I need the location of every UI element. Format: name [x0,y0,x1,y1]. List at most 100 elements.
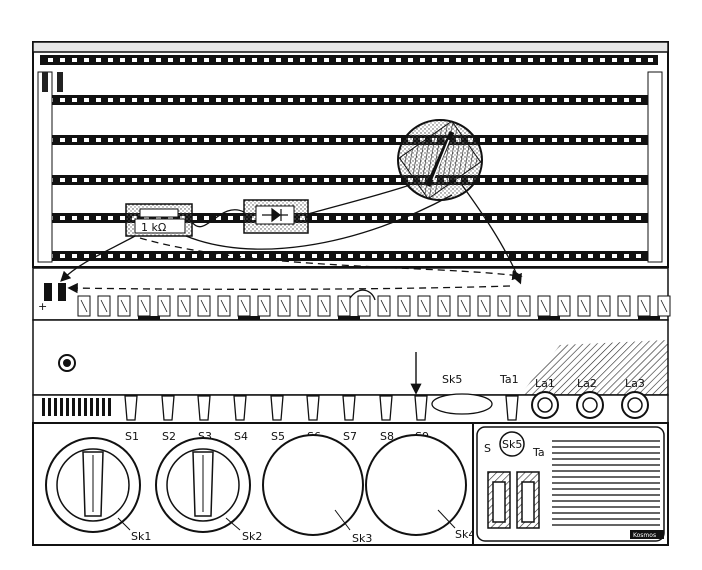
terminal-mark [560,299,568,313]
knob-sk4[interactable] [365,434,467,536]
rail-hole [420,98,425,102]
rail-hole [312,178,317,182]
rail-hole [516,178,521,182]
sk5-indicator [499,431,525,457]
rail-hole [528,178,533,182]
rail-hole [588,138,593,142]
rail-hole [96,98,101,102]
rail-hole [216,98,221,102]
switch-9[interactable] [414,395,428,421]
vent-slot [78,398,81,416]
rail-hole [444,58,449,62]
terminal-mark [640,299,648,313]
terminal-mark [220,299,228,313]
panel-label-s: S [484,442,491,455]
brand-plate [630,530,664,539]
rail-hole [264,138,269,142]
rotary-switch-component [397,119,483,201]
rail-hole [516,254,521,258]
rail-hole [552,138,557,142]
switch-3[interactable] [197,395,211,421]
rail-hole [240,58,245,62]
rail-hole [276,98,281,102]
rail-hole [492,178,497,182]
rail-hole [108,138,113,142]
rail-hole [312,254,317,258]
knob-sk3[interactable] [262,434,364,536]
switch-row[interactable] [124,395,519,421]
rail-hole [348,58,353,62]
terminal-mark [540,299,548,313]
knob-sk2[interactable] [155,437,251,533]
terminal-mark [500,299,508,313]
rail-hole [60,178,65,182]
rail-hole [288,98,293,102]
rail-hole [120,254,125,258]
switch-8[interactable] [379,395,393,421]
rail-hole [540,138,545,142]
switch-label: S7 [343,430,357,443]
terminal-mark [80,299,88,313]
rail-hole [444,254,449,258]
rail-hole [312,58,317,62]
rail-hole [324,178,329,182]
switch-7[interactable] [342,395,356,421]
rail-hole [300,98,305,102]
terminal-mark [300,299,308,313]
rail-hole [204,58,209,62]
rail-hole [600,58,605,62]
diode-component [243,199,309,234]
rail-hole [264,254,269,258]
rail-hole [420,58,425,62]
leader-lines [117,509,456,531]
rail-hole [540,98,545,102]
rail-hole [348,254,353,258]
rail-hole [552,216,557,220]
terminal-clip [238,316,260,322]
switch-6[interactable] [306,395,320,421]
terminal-mark [380,299,388,313]
vent-slot [66,398,69,416]
switch-4[interactable] [233,395,247,421]
rail-hole [132,178,137,182]
rail-hole [144,138,149,142]
rail-hole [564,254,569,258]
rail-hole [480,254,485,258]
plus-terminal [44,283,52,301]
left-marker [57,72,63,92]
rail-hole [384,254,389,258]
rail-hole [384,58,389,62]
rail-hole [156,98,161,102]
rail-hole [288,138,293,142]
rail-hole [444,216,449,220]
rail-hole [60,138,65,142]
vent-slot [90,398,93,416]
rail-hole [492,216,497,220]
terminal-mark [440,299,448,313]
plus-sign: + [38,300,47,313]
vent-slot [42,398,45,416]
knob-sk1[interactable] [45,437,141,533]
switch-5[interactable] [270,395,284,421]
rail-hole [168,98,173,102]
switch-2[interactable] [161,395,175,421]
rail-hole [192,254,197,258]
rail-hole [348,138,353,142]
rail-hole [108,178,113,182]
knob-label: Sk2 [242,530,262,543]
rail-hole [468,216,473,220]
rail-hole [540,216,545,220]
rail-hole [576,178,581,182]
rail-hole [480,58,485,62]
rail-hole [252,254,257,258]
switch-1[interactable] [124,395,138,421]
rail-hole [276,58,281,62]
rail-hole [84,178,89,182]
knob-label: Sk3 [352,532,372,545]
rail-hole [120,178,125,182]
button-ta1[interactable] [505,395,519,421]
rail-hole [168,138,173,142]
rail-hole [288,178,293,182]
rail-hole [168,254,173,258]
